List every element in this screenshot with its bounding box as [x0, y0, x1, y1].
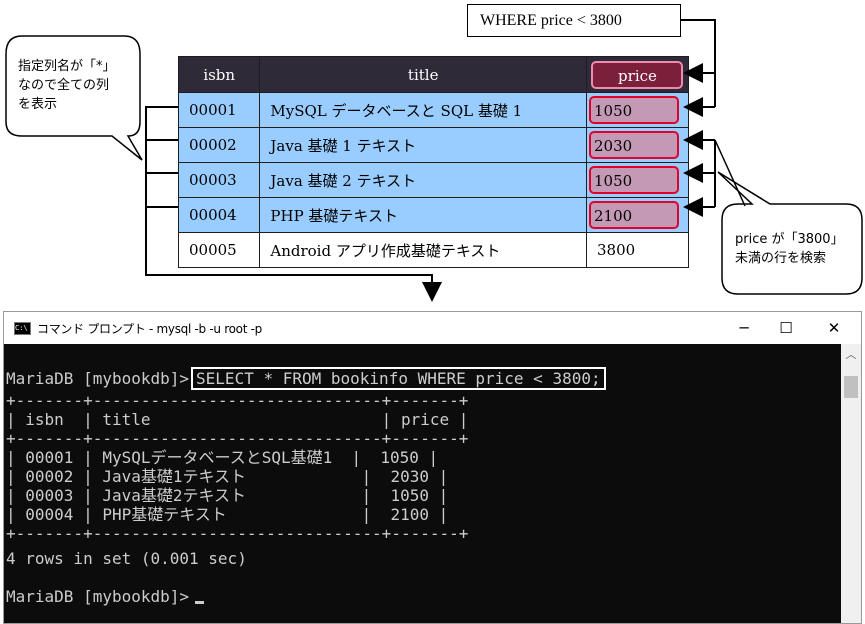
cell-isbn: 00004	[177, 197, 261, 233]
result-row: | 00004 | PHP基礎テキスト | 2100 |	[6, 505, 449, 524]
price-highlight: 1050	[588, 96, 679, 124]
console-output[interactable]: MariaDB [mybookdb]>SELECT * FROM bookinf…	[4, 344, 841, 623]
close-button[interactable]: ✕	[827, 319, 841, 337]
price-highlight: 1050	[588, 166, 679, 194]
cell-isbn: 00005	[177, 232, 261, 268]
maximize-button[interactable]: ☐	[779, 319, 793, 337]
cell-title: MySQL データベースと SQL 基礎 1	[259, 92, 587, 128]
vertical-scrollbar[interactable]: ︿	[841, 344, 861, 623]
table-row: 00002 Java 基礎 1 テキスト 2030	[177, 127, 690, 163]
bookinfo-table: isbn title price 00001 MySQL データベースと SQL…	[177, 56, 690, 268]
console-prompt: MariaDB [mybookdb]>	[6, 369, 190, 388]
cell-price: 2100	[585, 197, 690, 233]
table-row: 00001 MySQL データベースと SQL 基礎 1 1050	[177, 92, 690, 128]
table-header-row: isbn title price	[177, 56, 690, 93]
cell-title: PHP 基礎テキスト	[259, 197, 587, 233]
result-row: | 00001 | MySQLデータベースとSQL基礎1 | 1050 |	[6, 448, 439, 467]
cell-title: Java 基礎 1 テキスト	[259, 127, 587, 163]
column-header-price: price	[585, 56, 690, 93]
table-row: 00005 Android アプリ作成基礎テキスト 3800	[177, 232, 690, 268]
right-bubble-shape	[717, 171, 863, 295]
scrollbar-thumb[interactable]	[844, 376, 858, 398]
result-separator: +-------+------------------------------+…	[6, 524, 469, 543]
table-row: 00004 PHP 基礎テキスト 2100	[177, 197, 690, 233]
price-header-highlight: price	[591, 60, 684, 89]
cell-isbn: 00001	[177, 92, 261, 128]
price-highlight: 2100	[588, 201, 679, 229]
sql-command-highlight: SELECT * FROM bookinfo WHERE price < 380…	[191, 367, 606, 390]
column-header-isbn: isbn	[177, 56, 261, 93]
result-separator: +-------+------------------------------+…	[6, 429, 469, 448]
table-row: 00003 Java 基礎 2 テキスト 1050	[177, 162, 690, 198]
cell-title: Java 基礎 2 テキスト	[259, 162, 587, 198]
result-row: | 00002 | Java基礎1テキスト | 2030 |	[6, 467, 449, 486]
minimize-button[interactable]: ─	[739, 319, 749, 337]
cell-title: Android アプリ作成基礎テキスト	[259, 232, 587, 268]
left-bubble-shape	[5, 35, 143, 161]
final-prompt-line: MariaDB [mybookdb]>	[6, 587, 205, 606]
left-row-bracket	[145, 106, 442, 302]
result-separator: +-------+------------------------------+…	[6, 391, 469, 410]
where-clause-box: WHERE price < 3800	[467, 4, 681, 37]
column-header-title: title	[259, 56, 587, 93]
cell-price: 1050	[585, 92, 690, 128]
cell-price: 3800	[585, 232, 690, 268]
sql-diagram: WHERE price < 3800 isbn title price 0000…	[0, 0, 865, 310]
command-line: MariaDB [mybookdb]>SELECT * FROM bookinf…	[6, 367, 606, 390]
window-titlebar[interactable]: C:\ コマンド プロンプト - mysql -b -u root -p ─ ☐…	[4, 312, 861, 344]
result-header: | isbn | title | price |	[6, 410, 469, 429]
result-summary: 4 rows in set (0.001 sec)	[6, 549, 247, 568]
right-callout-text: price が「3800」 未満の行を検索	[735, 232, 844, 266]
price-highlight: 2030	[588, 131, 679, 159]
cell-price: 2030	[585, 127, 690, 163]
cell-isbn: 00003	[177, 162, 261, 198]
scroll-up-arrow-icon[interactable]: ︿	[845, 348, 857, 361]
result-row: | 00003 | Java基礎2テキスト | 1050 |	[6, 486, 449, 505]
window-title: コマンド プロンプト - mysql -b -u root -p	[37, 322, 262, 336]
left-callout-text: 指定列名が「*」 なので全ての列 を表示	[18, 59, 116, 112]
console-app-icon: C:\	[14, 322, 31, 335]
console-prompt: MariaDB [mybookdb]>	[6, 587, 190, 606]
command-prompt-window: C:\ コマンド プロンプト - mysql -b -u root -p ─ ☐…	[3, 311, 862, 624]
text-cursor	[195, 601, 205, 604]
cell-price: 1050	[585, 162, 690, 198]
diagram-connectors	[5, 19, 863, 302]
where-connector	[681, 19, 716, 107]
